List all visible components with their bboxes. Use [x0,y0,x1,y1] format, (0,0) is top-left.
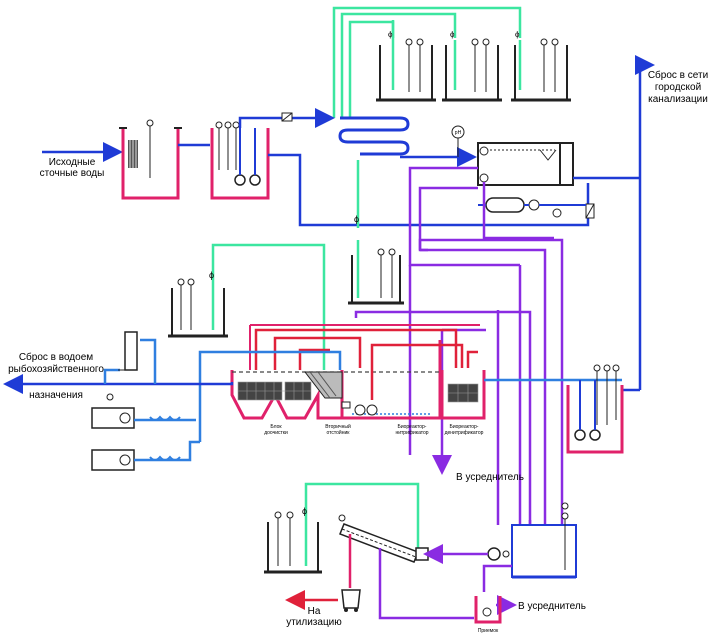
inflow-label-2: сточные воды [40,168,105,179]
sludge-thickener [511,502,577,579]
nitrifier-label-2: нитрификатор [395,430,428,436]
reagent-tank-bottom [264,511,322,574]
denitrifier-label-1: Биореактор- [450,424,479,430]
bio-pump-2 [366,404,378,416]
uv-unit [118,331,138,371]
reservoir-label-3: назначения [29,390,83,401]
city-sewer-label-2: городской [655,82,701,93]
blower-2 [91,440,200,471]
equalizer-tank [210,121,270,200]
lamella-settler [303,371,343,399]
blower-1 [91,407,196,429]
svg-text:ϕ: ϕ [515,30,520,39]
svg-text:ϕ: ϕ [450,30,455,39]
reservoir-label-1: Сброс в водоем [19,351,93,363]
bio-sample-box [341,401,351,409]
ph-meter-icon: pH [451,125,465,157]
city-sewer-pipe [635,55,655,390]
to-equalizer-label-2: В усреднитель [518,601,586,612]
screen-tank [119,119,182,200]
reservoir-label-2: рыбохозяйственного [8,363,104,375]
city-sewer-label-1: Сброс в сети [648,69,708,81]
bottom-tank-valve-icon: ϕ [302,506,307,516]
reagent-lines-top [332,6,522,118]
inflow-label-1: Исходные [49,157,96,168]
to-equalizer-label-1: В усреднитель [456,472,524,483]
flotation-unit [477,142,595,219]
ph-meter-label: pH [455,130,462,136]
return-sludge-lines [254,328,478,400]
secondary-settler-label-1: Вторичный [325,423,351,430]
reagent-tank-middle [348,248,404,305]
coil-valve-icon: ϕ [354,214,359,224]
reagent-tank-instruments-top [405,38,559,92]
block-label-2: доочистки [264,430,288,436]
heat-exchanger-coil [338,116,410,156]
press-filtrate-pipe [378,548,474,620]
discharge-valve-icon [106,393,114,401]
bio-block-outline [230,324,480,420]
reagent-tank-left [168,278,228,338]
receiver-label: Приемок [478,628,499,634]
nitrifier-label-1: Биореактор- [398,424,427,430]
left-tank-green-line [211,243,326,370]
reagent-tanks-top [376,45,571,102]
left-tank-valve-icon: ϕ [209,270,214,280]
denitrifier-tank [440,370,486,420]
right-tank [566,364,624,454]
thickener-return-pipe [482,564,512,592]
bottom-tank-green-line [304,482,420,566]
treated-discharge-lines [3,338,622,442]
filter-media-blocks [237,381,312,401]
denitrifier-label-2: денитрификатор [445,430,484,436]
svg-text:ϕ: ϕ [388,30,393,39]
equalizer-to-coil-pipe [238,108,335,128]
utilization-label-2: утилизацию [286,617,342,628]
utilization-label-1: На [308,606,321,617]
bio-pump-1 [354,404,366,416]
secondary-settler-label-2: отстойник [327,429,351,436]
receiver-pit [474,596,502,624]
city-sewer-label-3: канализации [648,94,708,105]
block-label-1: Блок [270,424,282,430]
dosing-valves-top: ϕ ϕ ϕ [388,30,520,39]
screw-press [338,514,429,563]
sludge-lines [354,166,564,525]
sludge-container [341,589,361,612]
thickener-pump [487,547,510,561]
